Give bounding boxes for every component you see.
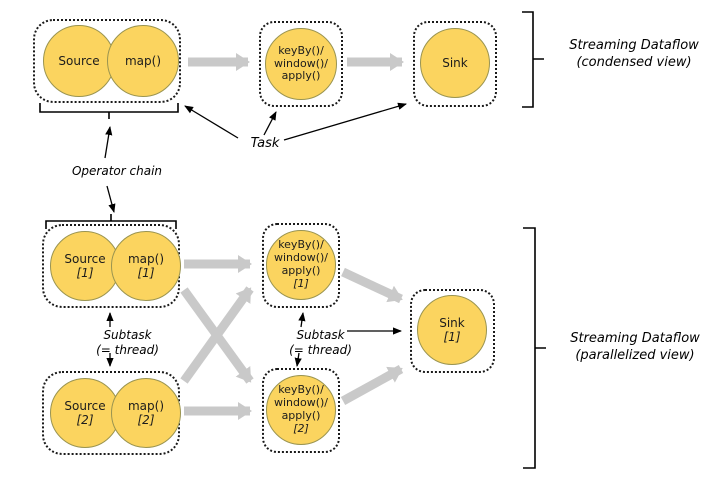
node-index: [2] [293, 421, 309, 435]
node-source-1: Source [1] [50, 231, 120, 301]
node-label-line: window()/ [273, 56, 329, 70]
node-index: [2] [76, 413, 94, 427]
node-map-2: map() [2] [111, 378, 181, 448]
label-line: Subtask [103, 328, 152, 342]
subtask-mid-arrow-up [298, 312, 306, 328]
task-arrow-to-sink [283, 102, 407, 141]
node-sink-condensed: Sink [420, 28, 490, 98]
flow-arrow-keyby2-to-sink [340, 365, 404, 405]
node-label: map() [124, 53, 162, 68]
node-source-2: Source [2] [50, 378, 120, 448]
caption-parallelized-view: Streaming Dataflow (parallelized view) [546, 331, 724, 365]
node-label: Sink [442, 55, 468, 70]
label-task: Task [250, 136, 280, 151]
node-source-condensed: Source [43, 25, 115, 97]
node-label-line: keyBy()/ [278, 43, 324, 57]
task-arrow-to-chain [184, 105, 239, 139]
caption-condensed-view: Streaming Dataflow (condensed view) [548, 38, 720, 72]
operator-chain-arrow-down [106, 185, 116, 213]
node-index: [1] [293, 276, 309, 290]
operator-chain-brace-top [39, 103, 179, 119]
label-operator-chain: Operator chain [71, 164, 163, 178]
node-map-1: map() [1] [111, 231, 181, 301]
label-line: Subtask [296, 328, 345, 342]
flow-arrow-chain2-to-keyby1 [180, 286, 254, 384]
node-label-line: window()/ [273, 396, 329, 410]
node-label-line: keyBy()/ [278, 238, 324, 252]
caption-line: Streaming Dataflow [570, 331, 700, 346]
label-line: (= thread) [289, 343, 352, 357]
node-label: Source [64, 398, 106, 413]
node-label-line: apply() [281, 409, 321, 422]
bracket-parallelized-view [523, 227, 546, 469]
caption-line: (parallelized view) [575, 347, 695, 363]
node-keyby-condensed: keyBy()/ window()/ apply() [265, 28, 337, 100]
task-arrow-to-keyby [263, 111, 277, 136]
node-label: map() [127, 251, 165, 266]
bracket-condensed-view [522, 11, 544, 108]
operator-chain-brace-bottom [45, 214, 177, 229]
node-label-line: apply() [281, 264, 321, 277]
operator-chain-arrow-up [104, 126, 113, 159]
node-map-condensed: map() [107, 25, 179, 97]
node-keyby-1: keyBy()/ window()/ apply() [1] [266, 230, 336, 300]
node-index: [2] [137, 413, 155, 427]
label-subtask-left: Subtask (= thread) [85, 328, 170, 358]
caption-line: (condensed view) [576, 54, 692, 70]
node-index: [1] [76, 266, 94, 280]
subtask-mid-arrow-down [294, 352, 302, 367]
caption-line: Streaming Dataflow [569, 38, 699, 53]
node-label-line: keyBy()/ [278, 383, 324, 397]
node-label-line: apply() [281, 69, 321, 83]
node-label-line: window()/ [273, 251, 329, 265]
node-keyby-2: keyBy()/ window()/ apply() [2] [266, 375, 336, 445]
node-label: Source [58, 53, 100, 68]
node-index: [1] [443, 330, 461, 344]
node-index: [1] [137, 266, 155, 280]
node-label: Sink [439, 315, 465, 330]
node-label: map() [127, 398, 165, 413]
flow-arrow-keyby1-to-sink [341, 267, 403, 304]
node-label: Source [64, 251, 106, 266]
label-line: (= thread) [96, 343, 159, 357]
label-subtask-mid: Subtask (= thread) [278, 328, 363, 358]
node-sink-1: Sink [1] [417, 295, 487, 365]
